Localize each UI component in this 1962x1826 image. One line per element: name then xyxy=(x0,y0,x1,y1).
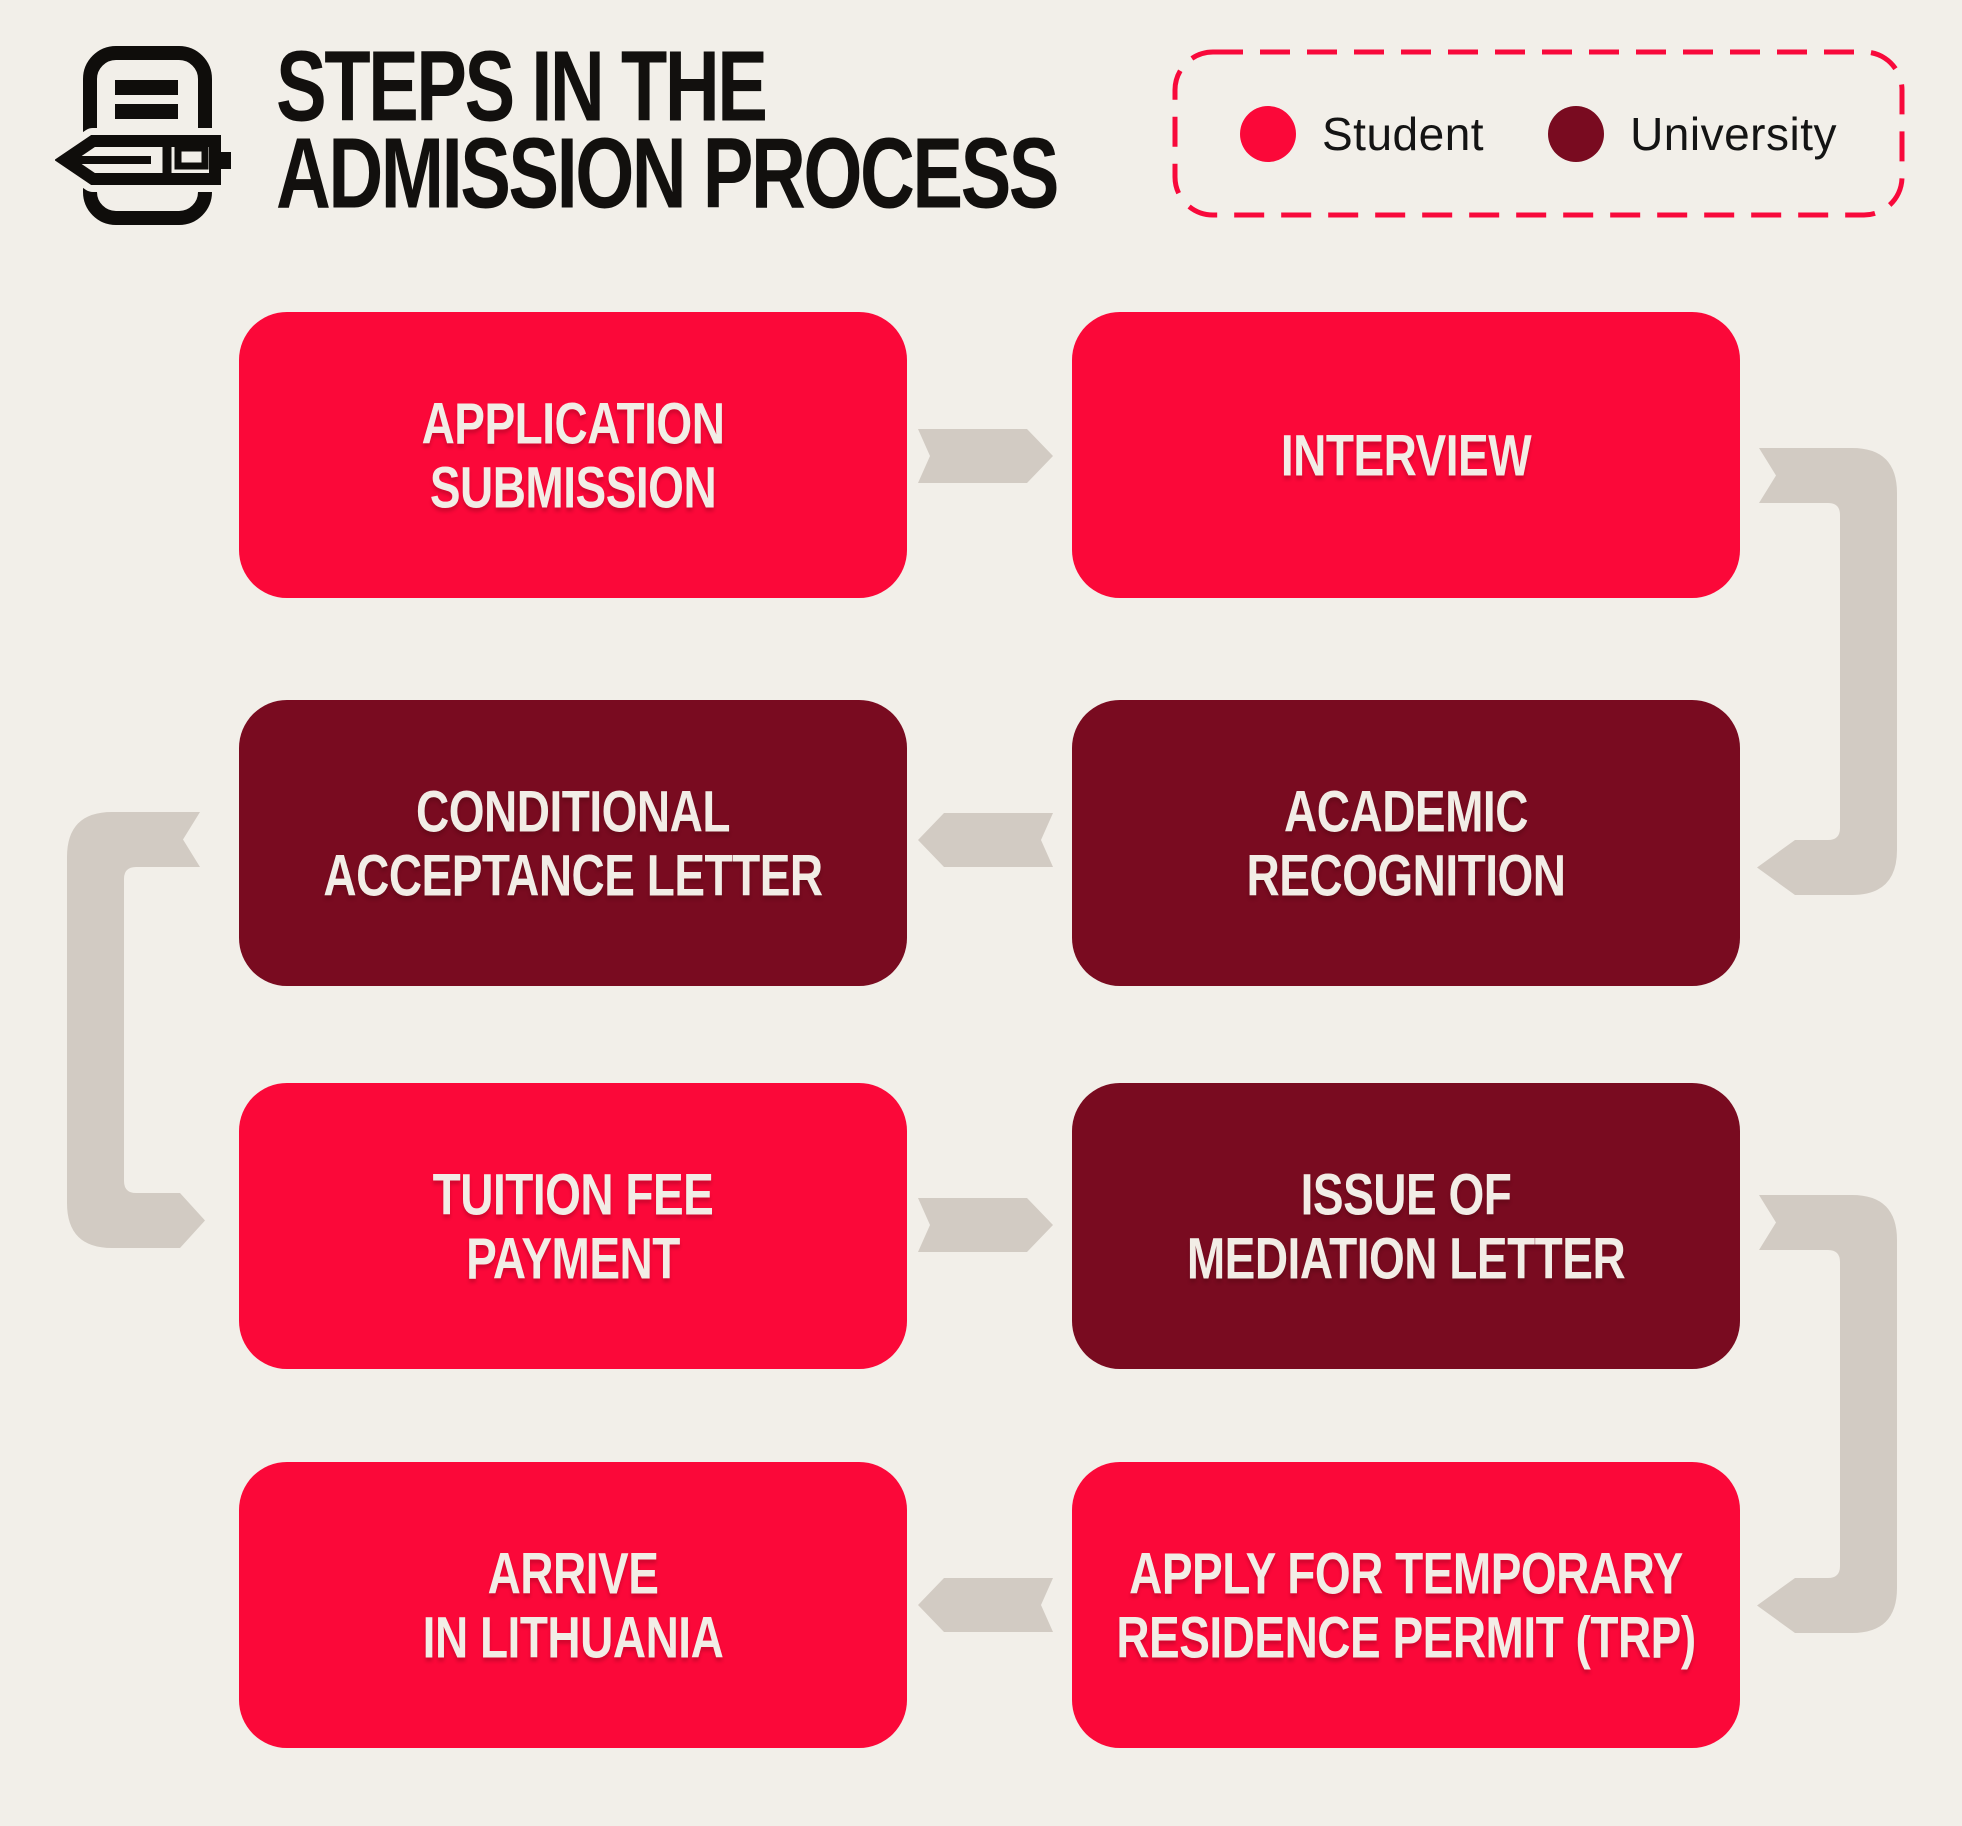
step-label: ACADEMIC RECOGNITION xyxy=(1246,777,1566,909)
step-label-line: SUBMISSION xyxy=(429,453,717,521)
step-label-line: RECOGNITION xyxy=(1246,841,1566,909)
step-label-line: RESIDENCE PERMIT (TRP) xyxy=(1116,1603,1696,1671)
student-legend-dot xyxy=(1239,105,1296,162)
step-apply-for-trp: APPLY FOR TEMPORARY RESIDENCE PERMIT (TR… xyxy=(1072,1462,1740,1748)
step-label: APPLY FOR TEMPORARY RESIDENCE PERMIT (TR… xyxy=(1116,1539,1696,1671)
connector-interview-to-academic-recognition xyxy=(1757,448,1897,895)
legend-label-university: University xyxy=(1630,107,1837,160)
step-arrive-in-lithuania: ARRIVE IN LITHUANIA xyxy=(239,1462,907,1748)
step-label-line: ARRIVE xyxy=(487,1539,659,1607)
step-label: ISSUE OF MEDIATION LETTER xyxy=(1186,1160,1626,1292)
legend: Student University xyxy=(1172,49,1905,218)
arrow-application-to-interview xyxy=(918,429,1053,483)
arrow-tuition-fee-to-mediation-letter xyxy=(918,1198,1053,1252)
step-academic-recognition: ACADEMIC RECOGNITION xyxy=(1072,700,1740,986)
arrow-academic-recognition-to-conditional-letter xyxy=(918,813,1053,867)
step-label: TUITION FEE PAYMENT xyxy=(433,1162,714,1290)
step-label-line: APPLICATION xyxy=(421,389,725,457)
legend-dashed-border xyxy=(1172,49,1905,218)
step-label: ARRIVE IN LITHUANIA xyxy=(423,1541,724,1669)
step-label-line: MEDIATION LETTER xyxy=(1186,1224,1626,1292)
page-title-line2: ADMISSION PROCESS xyxy=(276,117,1059,231)
arrow-trp-to-arrive-lithuania xyxy=(918,1578,1053,1632)
document-pen-icon xyxy=(55,46,231,225)
step-label-line: ISSUE OF xyxy=(1300,1160,1512,1228)
legend-item-university: University xyxy=(1548,105,1837,162)
legend-item-student: Student xyxy=(1239,105,1485,162)
step-label: APPLICATION SUBMISSION xyxy=(422,391,725,519)
page-title: STEPS IN THE ADMISSION PROCESS xyxy=(276,30,1059,231)
step-label: CONDITIONAL ACCEPTANCE LETTER xyxy=(323,777,823,909)
step-application-submission: APPLICATION SUBMISSION xyxy=(239,312,907,598)
step-label: INTERVIEW xyxy=(1280,421,1532,489)
step-conditional-acceptance-letter: CONDITIONAL ACCEPTANCE LETTER xyxy=(239,700,907,986)
step-label-line: PAYMENT xyxy=(466,1224,680,1292)
step-label-line: INTERVIEW xyxy=(1280,421,1532,489)
connector-mediation-letter-to-trp xyxy=(1757,1195,1897,1633)
legend-label-student: Student xyxy=(1321,107,1485,160)
page-title-line1: STEPS IN THE xyxy=(276,30,768,143)
step-label-line: ACADEMIC xyxy=(1284,777,1528,845)
step-label-line: TUITION FEE xyxy=(432,1160,714,1228)
step-issue-of-mediation-letter: ISSUE OF MEDIATION LETTER xyxy=(1072,1083,1740,1369)
step-label-line: CONDITIONAL xyxy=(416,777,730,845)
step-interview: INTERVIEW xyxy=(1072,312,1740,598)
step-label-line: IN LITHUANIA xyxy=(422,1603,724,1671)
university-legend-dot xyxy=(1548,105,1605,162)
connector-conditional-letter-to-tuition-fee xyxy=(67,812,205,1248)
step-tuition-fee-payment: TUITION FEE PAYMENT xyxy=(239,1083,907,1369)
step-label-line: ACCEPTANCE LETTER xyxy=(323,841,823,909)
step-label-line: APPLY FOR TEMPORARY xyxy=(1129,1539,1683,1607)
